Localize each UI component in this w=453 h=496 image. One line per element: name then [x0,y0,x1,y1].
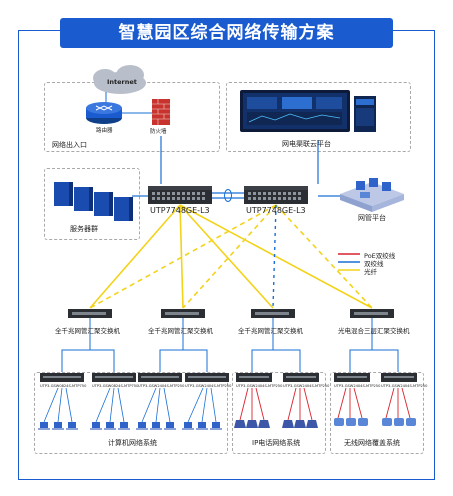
legend-fiber-label: 光纤 [364,268,377,276]
access-switch-model-7: UTP3-GSW2404S-MTP250 [334,384,381,388]
core-switch-1-label: UTP7748GE-L3 [150,206,210,215]
access-switch-model-1: UTP3-GSW0824S-MTP750 [40,384,87,388]
ip-phone-system-label: IP电话网络系统 [252,439,301,447]
cloud-platform-label: 网电渠联云平台 [282,140,331,148]
legend-twisted-label: 双绞线 [364,260,384,268]
access-switch-model-4: UTP3-GSW2404S-MTP250 [185,384,232,388]
wireless-system-label: 无线网络覆盖系统 [344,439,400,447]
server-rack-icon [54,182,133,221]
firewall-icon [152,99,170,125]
internet-label: Internet [107,78,137,86]
management-platform-icon [340,178,404,212]
management-platform-label: 网管平台 [358,214,386,222]
access-switch-model-3: UTP3-GSW2404S-MTP250 [138,384,185,388]
core-switch-2-label: UTP7748GE-L3 [246,206,306,215]
access-switch-model-2: UTP3-GSW0824S-MTP750 [92,384,139,388]
firewall-label: 防火墙 [150,129,167,135]
agg-switch-label-1: 全千兆网管汇聚交换机 [55,327,120,335]
computer-system-label: 计算机网络系统 [108,439,157,447]
server-group-box [44,168,140,240]
cloud-platform-screen-icon [240,90,376,132]
agg-switch-label-2: 全千兆网管汇聚交换机 [148,327,213,335]
access-switch-model-6: UTP3-GSW2404S-MTP250 [283,384,330,388]
router-icon [86,102,122,124]
page-title: 智慧园区综合网络传输方案 [60,18,393,48]
agg-switch-label-3: 全千兆网管汇聚交换机 [238,327,303,335]
access-switch-model-5: UTP3-GSW2404S-MTP250 [236,384,283,388]
server-group-label: 服务器群 [70,225,98,233]
wireless-system-box [330,372,424,454]
computer-system-box [34,372,228,454]
access-switch-model-8: UTP3-GSW2404S-MTP250 [381,384,428,388]
core-switch-2 [244,186,308,204]
network-exit-label: 网络出入口 [52,141,87,149]
internet-cloud-icon [93,65,146,94]
ip-phone-system-box [232,372,326,454]
agg-switch-label-4: 光电混合三层汇聚交换机 [338,327,410,335]
core-switch-1 [148,186,212,204]
router-label: 路由器 [96,128,113,134]
legend-poe-label: PoE双绞线 [364,252,396,260]
